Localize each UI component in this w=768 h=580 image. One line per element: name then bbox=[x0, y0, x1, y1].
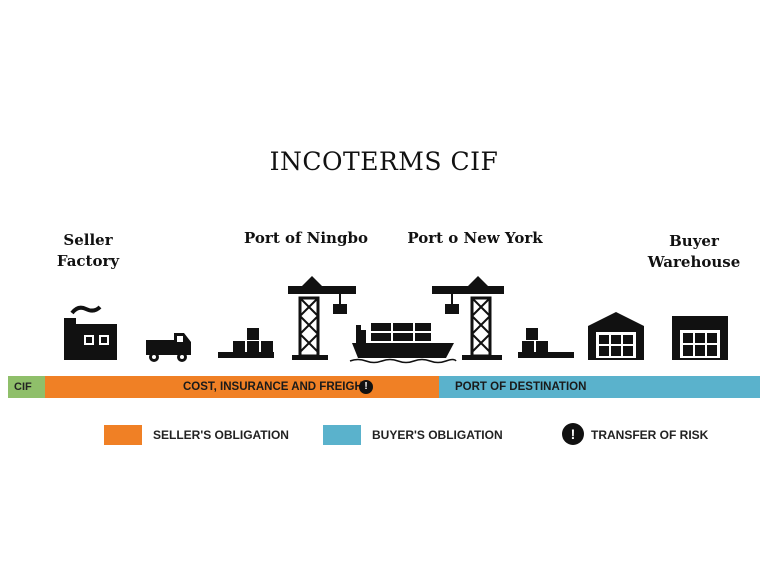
legend-buyer-label: BUYER'S OBLIGATION bbox=[372, 428, 503, 442]
transfer-of-risk-icon: ! bbox=[359, 380, 373, 394]
term-segment bbox=[8, 376, 45, 398]
cargo-pallet-icon bbox=[518, 328, 574, 358]
buyer-obligation-segment bbox=[439, 376, 760, 398]
legend-seller-swatch bbox=[104, 425, 142, 445]
label-buyer-warehouse: Buyer Warehouse bbox=[647, 232, 741, 271]
truck-icon bbox=[146, 333, 191, 362]
port-crane-icon bbox=[432, 276, 504, 360]
container-ship-icon bbox=[349, 323, 457, 364]
legend-risk-icon: ! bbox=[562, 423, 584, 445]
label-seller-factory: Seller Factory bbox=[56, 231, 120, 270]
legend-buyer-swatch bbox=[323, 425, 361, 445]
legend-seller-label: SELLER'S OBLIGATION bbox=[153, 428, 289, 442]
warehouse-icon bbox=[588, 312, 644, 360]
diagram-title: INCOTERMS CIF bbox=[269, 147, 499, 176]
seller-obligation-segment bbox=[45, 376, 439, 398]
label-port-origin: Port of Ningbo bbox=[244, 229, 368, 247]
buyer-segment-label: PORT OF DESTINATION bbox=[455, 381, 587, 393]
cargo-pallet-icon bbox=[218, 328, 274, 358]
warehouse-icon bbox=[672, 316, 728, 360]
port-crane-icon bbox=[288, 276, 356, 360]
term-chevron bbox=[38, 376, 47, 398]
seller-segment-label: COST, INSURANCE AND FREIGHT bbox=[183, 381, 370, 393]
legend-risk-label: TRANSFER OF RISK bbox=[591, 428, 709, 442]
term-label: CIF bbox=[14, 381, 32, 393]
factory-icon bbox=[64, 305, 117, 360]
label-port-destination: Port o New York bbox=[407, 229, 543, 247]
